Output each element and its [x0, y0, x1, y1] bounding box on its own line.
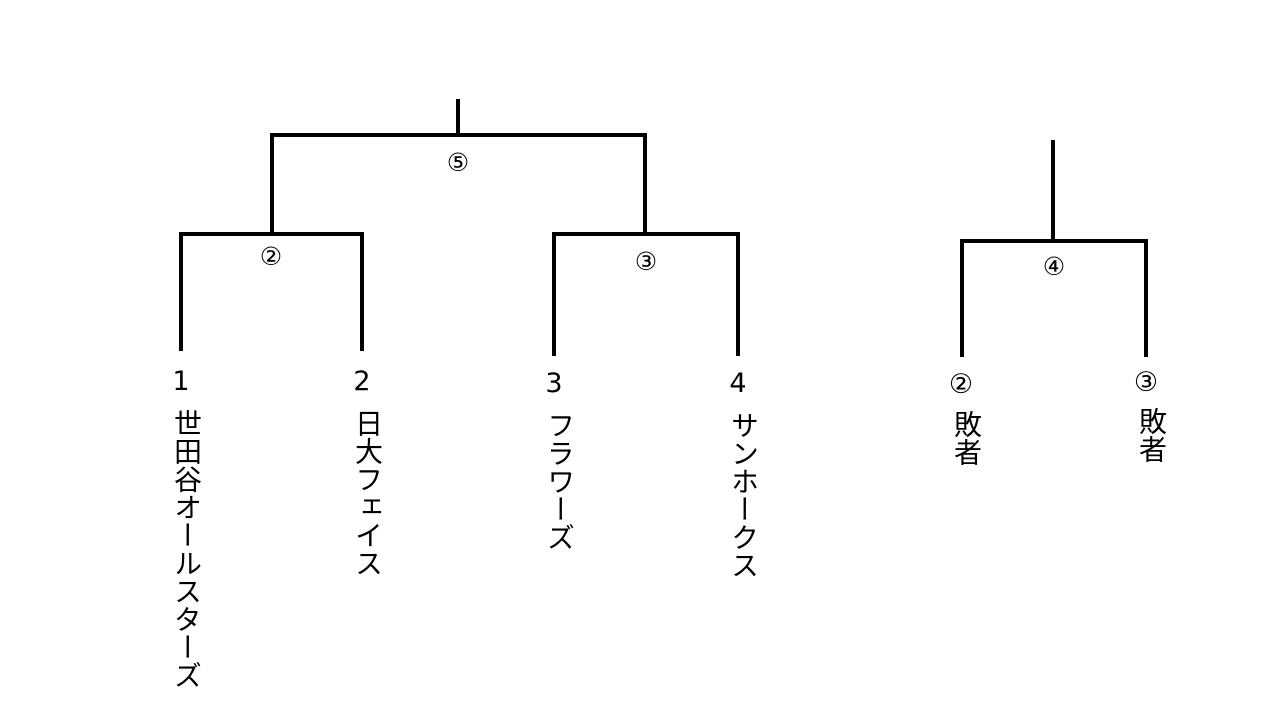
team-seed: 2: [353, 366, 371, 397]
final-connector-line: [270, 133, 647, 233]
team-seed: 4: [729, 368, 747, 399]
consolation-match-label: ④: [1042, 252, 1066, 281]
team-name: フラワーズ: [543, 411, 576, 551]
team-seed: 3: [545, 368, 563, 399]
entry-ref: ③: [1133, 367, 1159, 398]
team-name: サンホークス: [727, 411, 760, 579]
semifinal-left-match-label: ②: [259, 242, 283, 271]
entry-ref: ②: [948, 369, 974, 400]
semifinal-right-connector-line: [552, 232, 740, 356]
final-match-label: ⑤: [446, 148, 470, 177]
team-name: 日大フェイス: [351, 409, 384, 577]
entry-text: 敗者: [950, 410, 983, 466]
team-seed: 1: [172, 366, 190, 397]
entry-text: 敗者: [1135, 407, 1168, 463]
consolation-connector-line: [960, 239, 1148, 357]
semifinal-right-match-label: ③: [634, 247, 658, 276]
team-name: 世田谷オールスターズ: [170, 409, 203, 689]
semifinal-left-connector-line: [179, 232, 364, 351]
